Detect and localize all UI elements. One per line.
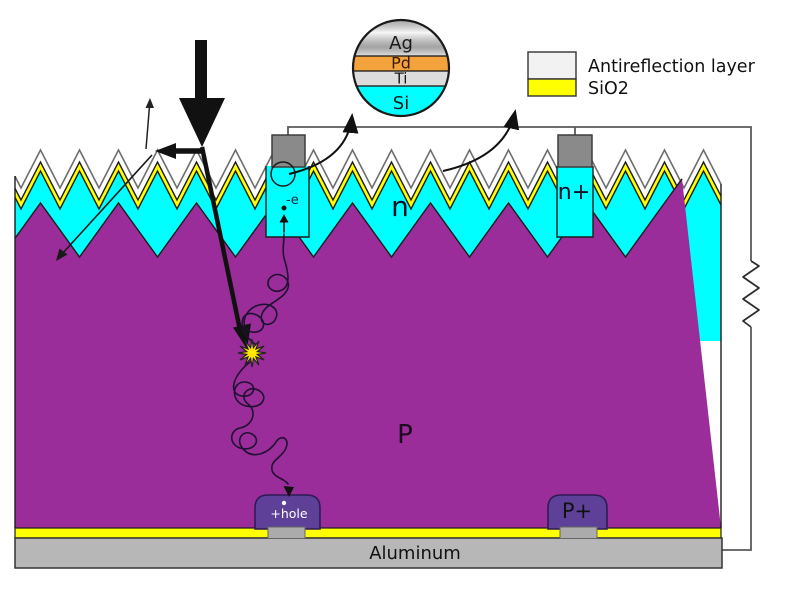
front-contact-1 (271, 134, 306, 168)
hole-dot (281, 500, 287, 506)
hole-random-walk (230, 361, 289, 485)
n-label: n (391, 190, 409, 223)
legend: Antireflection layer SiO2 (527, 51, 756, 99)
ti-label: Ti (394, 70, 408, 88)
bottom-wire (722, 327, 752, 551)
electron-label: -e (286, 193, 299, 208)
pd-label: Pd (391, 54, 411, 73)
contact-stack-inset: Ag Pd Ti Si (351, 18, 451, 118)
surface-to-legend-arrow (442, 109, 520, 172)
electron-dot (281, 205, 287, 211)
back-contact-patch-left (267, 526, 306, 539)
magnified-region-circle (270, 161, 296, 187)
incident-light-arrow-head (179, 98, 225, 147)
hole-label: +hole (270, 506, 308, 521)
back-contact-patch-right (559, 526, 598, 539)
legend-swatch-sio2 (527, 78, 577, 97)
contact-to-inset-arrow (288, 113, 359, 175)
electron-path (241, 233, 290, 345)
p-plus-left (254, 494, 321, 530)
p-plus-label: P+ (562, 499, 592, 523)
legend-label-antireflection: Antireflection layer (588, 57, 756, 77)
ag-label: Ag (389, 33, 413, 54)
n-plus-label: n+ (558, 180, 590, 205)
electron-arrow-head (279, 214, 289, 223)
si-label: Si (393, 93, 409, 114)
inset-circle-outline (351, 18, 451, 118)
p-label: P (397, 420, 413, 450)
scattered-ray-shaft (61, 154, 153, 255)
top-wire (287, 126, 752, 261)
electron-random-walk (241, 220, 290, 345)
resistor (742, 260, 760, 328)
reflected-up-arrow-shaft (145, 105, 151, 150)
hole-path (230, 361, 289, 485)
back-sio2-strip (14, 527, 722, 539)
aluminum-label: Aluminum (369, 543, 461, 564)
hole-arrow-head (283, 486, 294, 497)
legend-swatch-antireflection (527, 51, 577, 80)
p-plus-right: P+ (547, 494, 608, 530)
aluminum-back-contact (14, 537, 723, 569)
n-plus-region (556, 166, 594, 238)
pd-layer (353, 56, 449, 71)
legend-label-sio2: SiO2 (588, 79, 629, 99)
reflected-up-arrow-head (145, 98, 154, 108)
refracted-ray-shaft (199, 146, 243, 331)
scattered-ray-head (56, 248, 68, 261)
light-arrows (56, 40, 251, 349)
front-contact-2 (557, 134, 593, 168)
photon-absorption-star (237, 338, 267, 368)
reflected-left-arrow-head (155, 143, 176, 159)
inset-separators (353, 55, 449, 87)
ti-layer (353, 71, 449, 86)
p-region (15, 178, 721, 529)
incident-light-arrow-shaft (195, 40, 207, 104)
